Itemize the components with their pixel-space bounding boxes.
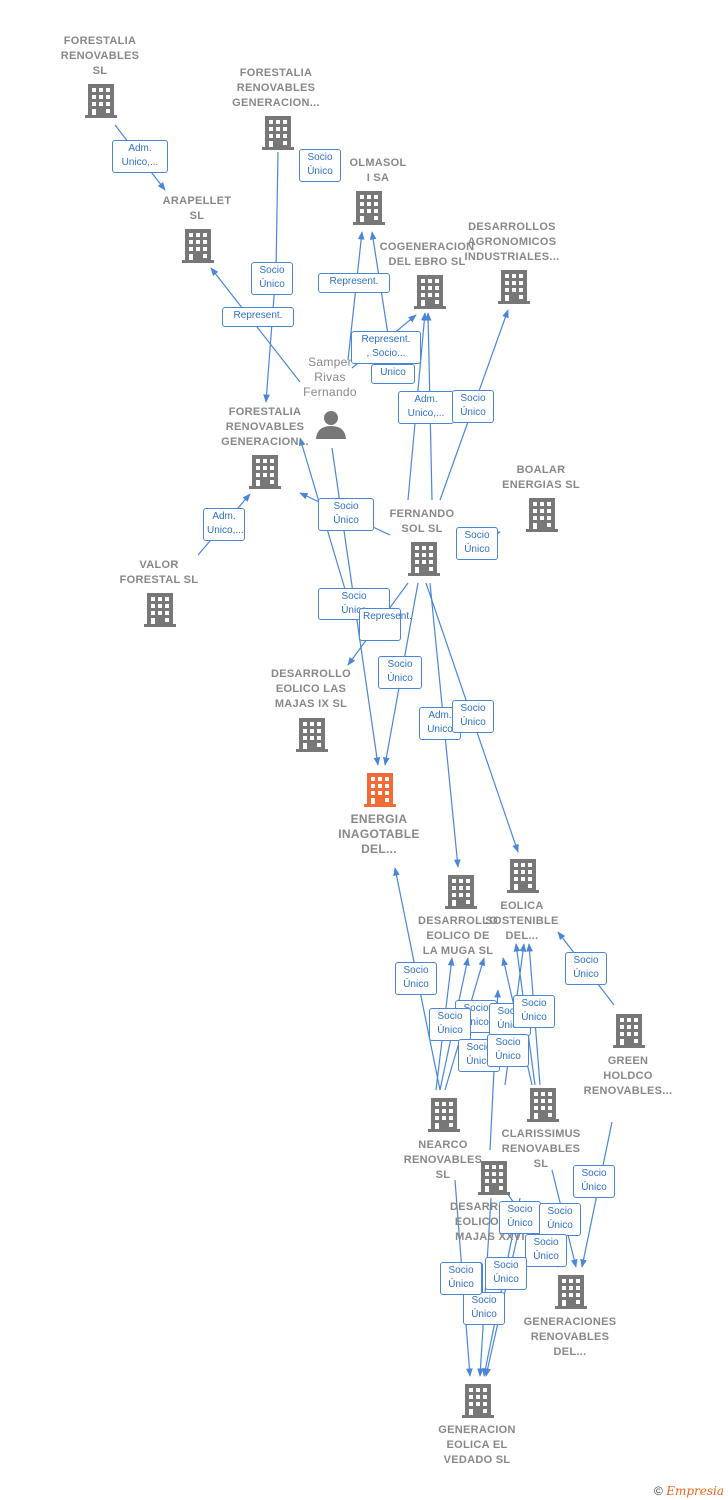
building-icon[interactable] — [85, 84, 117, 118]
edge-lines — [114, 124, 615, 1377]
building-icon[interactable] — [414, 275, 446, 309]
building-icon[interactable] — [182, 229, 214, 263]
edge-relation-label[interactable]: Socio Único — [318, 588, 390, 620]
edge-relation-label[interactable]: Socio Único — [485, 1257, 527, 1290]
edge-relation-label[interactable]: Socio Único — [452, 390, 494, 423]
node-label-eolico-majas-ix[interactable]: DESARROLLO EOLICO LAS MAJAS IX SL — [271, 668, 351, 710]
focus-building-icon[interactable] — [364, 773, 396, 807]
edge-relation-label[interactable]: Represent. , Socio... — [351, 331, 421, 364]
edge-relation-label[interactable]: Unico — [371, 364, 415, 384]
edge-relation-label[interactable]: Socio Único — [499, 1201, 541, 1234]
edge-relation-label[interactable]: Socio Único — [251, 262, 293, 295]
edge-relation-label[interactable]: Socio Único — [378, 656, 422, 689]
building-icon[interactable] — [144, 593, 176, 627]
node-label-energia[interactable]: ENERGIA INAGOTABLE DEL... — [338, 812, 420, 856]
edge-relation-label[interactable]: Represent. — [318, 273, 390, 293]
building-icon[interactable] — [353, 191, 385, 225]
footer-brand[interactable]: © Empresia — [654, 1484, 724, 1498]
building-icon[interactable] — [262, 116, 294, 150]
node-label-desarrollos-agro[interactable]: DESARROLLOS AGRONOMICOS INDUSTRIALES... — [464, 221, 560, 263]
building-icon[interactable] — [428, 1098, 460, 1132]
edge-relation-label[interactable]: Socio Único — [299, 149, 341, 182]
edge-relation-label[interactable]: Socio Único — [565, 952, 607, 985]
edge-relation-label[interactable]: Adm. Unico,... — [112, 140, 168, 173]
edge-relation-label[interactable]: Socio Único — [487, 1034, 529, 1067]
building-icon[interactable] — [507, 859, 539, 893]
edge-relation-label[interactable]: Adm. Unico,... — [203, 508, 245, 541]
node-label-forestalia-gen1[interactable]: FORESTALIA RENOVABLES GENERACION... — [232, 67, 320, 109]
edge-relation-label[interactable]: Socio Único — [463, 1292, 505, 1325]
edge-line — [347, 231, 365, 361]
edge-relation-label[interactable]: Socio Único — [539, 1203, 581, 1236]
node-label-clarissimus[interactable]: CLARISSIMUS RENOVABLES SL — [501, 1128, 581, 1170]
building-icon[interactable] — [555, 1275, 587, 1309]
copyright-symbol: © — [654, 1484, 663, 1498]
edge-relation-label[interactable]: Socio Único — [456, 527, 498, 560]
building-icon[interactable] — [527, 1088, 559, 1122]
edge-relation-label[interactable]: Adm. Unico,... — [398, 391, 454, 424]
building-icon[interactable] — [249, 455, 281, 489]
edge-relation-label[interactable]: Socio Único — [429, 1008, 471, 1041]
edge-relation-label[interactable]: Socio Único — [395, 962, 437, 995]
edge-relation-label[interactable]: Represent. — [359, 608, 412, 641]
building-icon[interactable] — [408, 542, 440, 576]
node-label-cogeneracion[interactable]: COGENERACION DEL EBRO SL — [379, 241, 475, 268]
node-label-generaciones[interactable]: GENERACIONES RENOVABLES DEL... — [523, 1316, 617, 1358]
edge-relation-label[interactable]: Socio Único — [440, 1262, 482, 1295]
building-icon[interactable] — [296, 718, 328, 752]
node-icons — [85, 84, 645, 1418]
node-label-muga[interactable]: DESARROLLO EOLICO DE LA MUGA SL — [418, 915, 498, 957]
person-icon[interactable] — [316, 411, 346, 439]
edge-relation-label[interactable]: Socio Único — [452, 700, 494, 733]
edge-relation-label[interactable]: Socio Único — [318, 498, 374, 531]
edge-relation-label[interactable]: Represent. — [222, 307, 294, 327]
node-label-samper[interactable]: Samper Rivas Fernando — [303, 355, 357, 399]
node-label-forestalia-sl[interactable]: FORESTALIA RENOVABLES SL — [60, 35, 140, 77]
node-label-nearco[interactable]: NEARCO RENOVABLES SL — [403, 1139, 483, 1181]
building-icon[interactable] — [526, 498, 558, 532]
node-label-olmasol[interactable]: OLMASOL I SA — [349, 157, 407, 184]
node-label-eolica-sostenible[interactable]: EOLICA SOSTENIBLE DEL... — [485, 900, 559, 942]
node-label-forestalia-gen2[interactable]: FORESTALIA RENOVABLES GENERACION... — [221, 406, 309, 448]
edge-relation-label[interactable]: Socio Único — [513, 995, 555, 1028]
node-label-valor-forestal[interactable]: VALOR FORESTAL SL — [119, 559, 199, 586]
node-label-green-holdco[interactable]: GREEN HOLDCO RENOVABLES... — [583, 1055, 673, 1097]
empresia-logo: Empresia — [666, 1484, 724, 1498]
building-icon[interactable] — [498, 270, 530, 304]
node-label-fernando-sol[interactable]: FERNANDO SOL SL — [389, 508, 455, 535]
building-icon[interactable] — [462, 1384, 494, 1418]
node-label-vedado[interactable]: GENERACION EOLICA EL VEDADO SL — [438, 1424, 516, 1466]
edge-relation-label[interactable]: Socio Único — [525, 1234, 567, 1267]
edge-relation-label[interactable]: Socio Único — [573, 1165, 615, 1198]
node-label-arapellet[interactable]: ARAPELLET SL — [162, 195, 232, 222]
building-icon[interactable] — [613, 1014, 645, 1048]
node-label-boalar[interactable]: BOALAR ENERGIAS SL — [502, 464, 580, 491]
